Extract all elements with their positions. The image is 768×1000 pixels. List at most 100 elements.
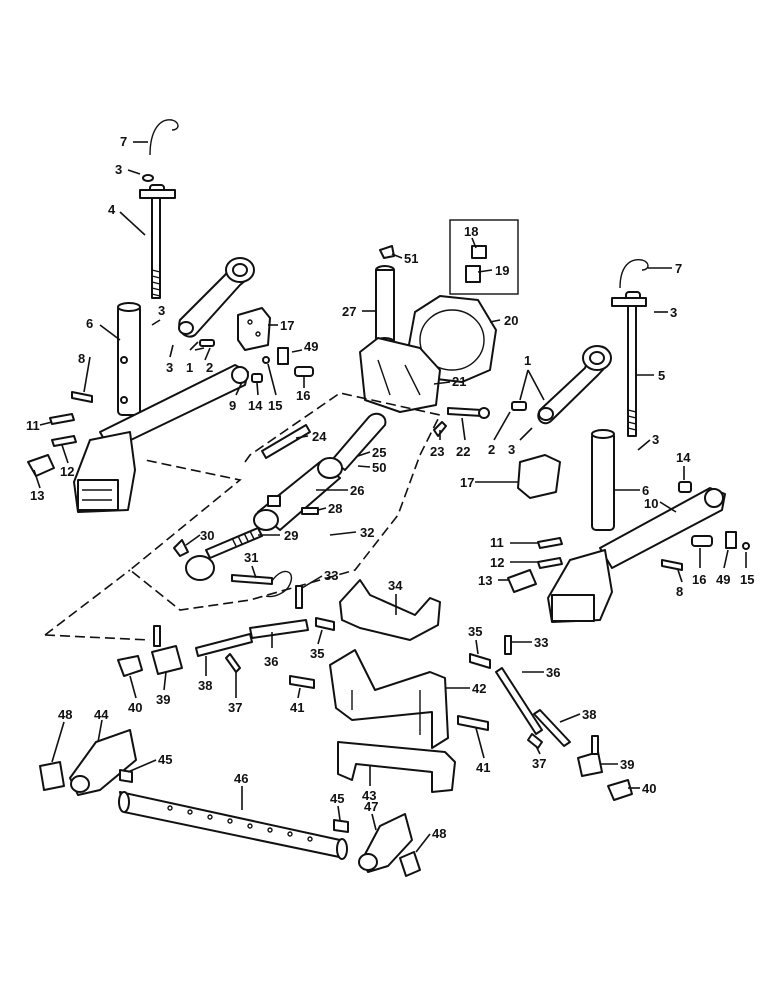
left-bracket-13 [27, 454, 55, 477]
callout-label: 17 [460, 475, 474, 490]
callout-label: 14 [676, 450, 691, 465]
right-lift-rod-5 [627, 305, 637, 437]
right-bushing-16 [691, 535, 713, 547]
callout-label: 37 [532, 756, 546, 771]
callout-label: 51 [404, 251, 418, 266]
callout-label: 14 [248, 398, 263, 413]
callout-label: 48 [432, 826, 446, 841]
callout-label: 39 [156, 692, 170, 707]
callout-label: 29 [284, 528, 298, 543]
callout-label: 12 [60, 464, 74, 479]
right-bracket-17 [517, 454, 561, 499]
callout-label: 28 [328, 501, 342, 516]
callout-label: 18 [464, 224, 478, 239]
callout-label: 8 [676, 584, 683, 599]
callout-label: 3 [115, 162, 122, 177]
callout-label: 16 [692, 572, 706, 587]
callout-label: 30 [200, 528, 214, 543]
callout-label: 34 [388, 578, 403, 593]
callout-label: 8 [78, 351, 85, 366]
pin-22 [447, 407, 483, 417]
pin-37-right [527, 733, 543, 749]
callout-label: 23 [430, 444, 444, 459]
callout-label: 7 [120, 134, 127, 149]
right-bracket-13 [507, 569, 537, 593]
right-part-14 [678, 481, 692, 493]
callout-label: 1 [524, 353, 531, 368]
left-nut-3 [142, 174, 154, 182]
left-lift-rod-4 [151, 197, 161, 299]
clip-51 [379, 245, 395, 259]
detail-box-18-19 [449, 219, 519, 295]
right-lift-rod-assembly [507, 259, 750, 623]
right-pin-15 [742, 542, 750, 550]
callout-label: 3 [670, 305, 677, 320]
bolt-24 [261, 424, 311, 459]
callout-label: 2 [206, 360, 213, 375]
callout-label: 4 [108, 202, 116, 217]
pin-28 [301, 507, 319, 515]
callout-label: 37 [228, 700, 242, 715]
bolt-33-right [504, 635, 512, 655]
callout-label: 49 [716, 572, 730, 587]
link-36-left [249, 619, 309, 639]
callout-label: 3 [508, 442, 515, 457]
frame-34 [339, 579, 441, 641]
left-pin-2 [199, 339, 215, 347]
callout-label: 11 [26, 418, 40, 433]
drawbar-assembly [39, 729, 421, 877]
rod-38-left [195, 633, 253, 657]
right-hook-7 [619, 259, 649, 289]
callout-label: 22 [456, 444, 470, 459]
callout-label: 3 [158, 303, 165, 318]
callout-label: 21 [452, 374, 466, 389]
bracket-42 [329, 649, 449, 749]
callout-label: 45 [330, 791, 344, 806]
pin-37-left [225, 653, 241, 673]
drawbar-46 [119, 791, 345, 859]
right-pin-11 [537, 537, 563, 549]
callout-label: 42 [472, 681, 486, 696]
callout-label: 19 [495, 263, 509, 278]
callout-label: 33 [534, 635, 548, 650]
callout-label: 3 [166, 360, 173, 375]
right-pin-12 [537, 557, 563, 569]
callout-label: 26 [350, 483, 364, 498]
right-plate-49 [725, 531, 737, 549]
callout-label: 13 [30, 488, 44, 503]
right-sleeve-6 [591, 431, 615, 531]
callout-label: 40 [128, 700, 142, 715]
shaft-27 [375, 269, 395, 343]
callout-label: 3 [652, 432, 659, 447]
pin-45-right [333, 819, 349, 833]
callout-label: 45 [158, 752, 172, 767]
clip-30 [173, 539, 189, 557]
callout-label: 9 [229, 398, 236, 413]
callout-label: 49 [304, 339, 318, 354]
callout-label: 10 [644, 496, 658, 511]
callout-label: 38 [582, 707, 596, 722]
leader-lines [33, 141, 747, 853]
callout-label: 2 [488, 442, 495, 457]
callout-label: 41 [476, 760, 490, 775]
callout-label: 35 [468, 624, 482, 639]
callout-label: 11 [490, 535, 504, 550]
spring-35-right [469, 653, 491, 669]
callout-label: 1 [186, 360, 193, 375]
pin-41-right [457, 715, 489, 731]
callout-label: 7 [675, 261, 682, 276]
callout-label: 39 [620, 757, 634, 772]
left-pin-12 [51, 435, 77, 447]
center-upper-assembly [359, 219, 519, 437]
callout-label: 41 [290, 700, 304, 715]
pin-31 [231, 574, 273, 585]
lower-center-assembly [117, 579, 633, 801]
link-36-right [495, 667, 543, 735]
callout-label: 5 [658, 368, 665, 383]
callout-label: 35 [310, 646, 324, 661]
callout-label: 50 [372, 460, 386, 475]
callout-labels: 7 3 4 6 3 1 2 3 17 8 9 14 15 49 16 11 12… [26, 134, 754, 841]
spring-35-left [315, 617, 335, 631]
callout-label: 31 [244, 550, 258, 565]
